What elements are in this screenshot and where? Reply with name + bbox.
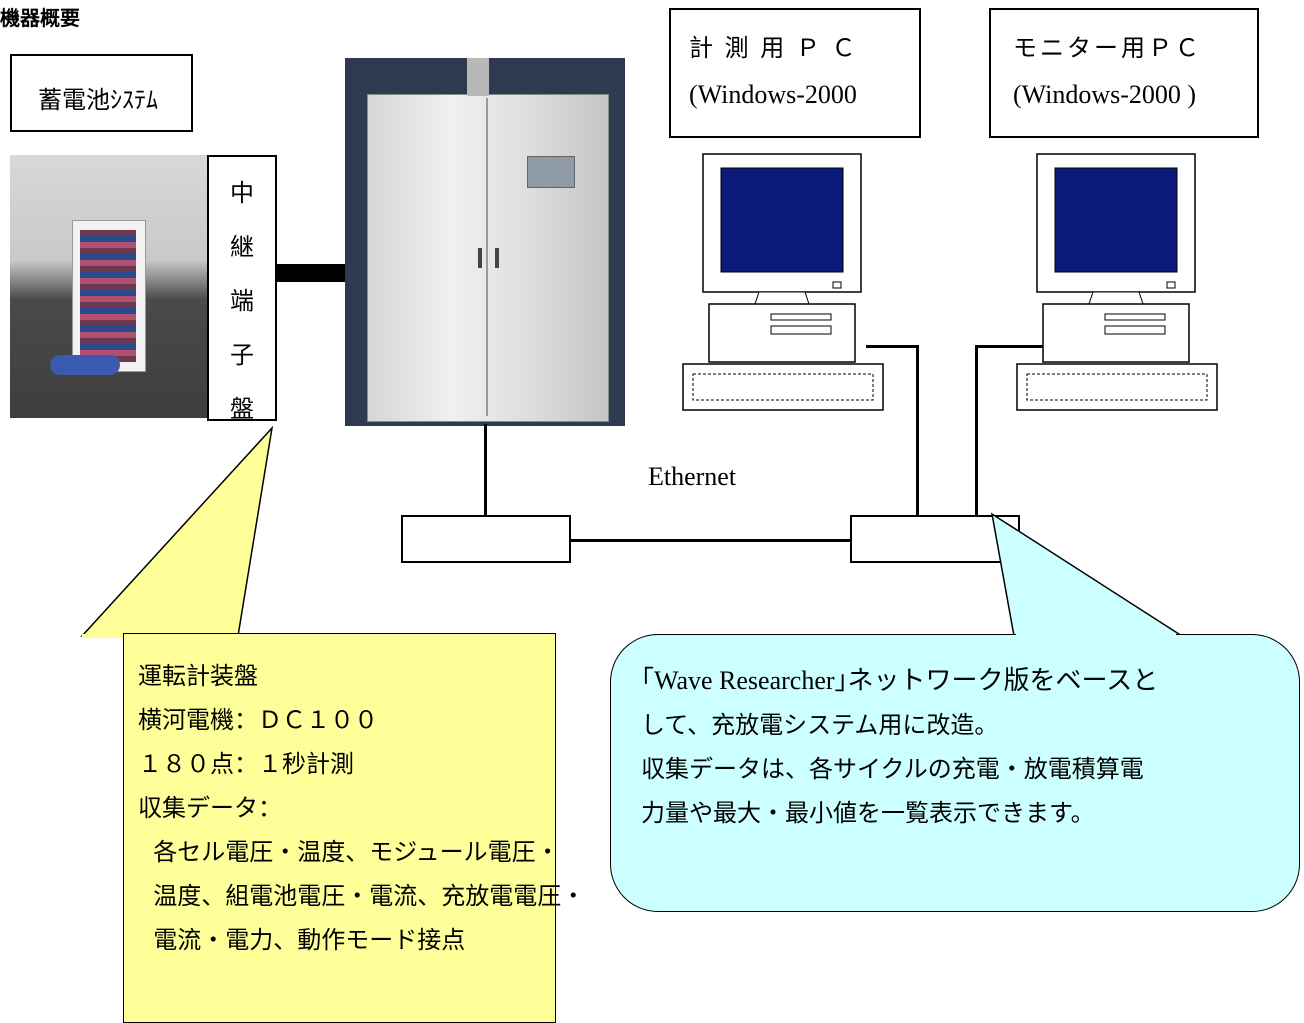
battery-cable-shape: [50, 355, 120, 375]
instrument-note-line: 横河電機：ＤＣ１００: [138, 706, 378, 734]
cabinet-door-split: [486, 98, 488, 416]
software-note: ｢Wave Researcher｣ネットワーク版をベースと して、充放電システム…: [610, 634, 1300, 912]
relay-terminal-panel: 中 継 端 子 盤: [207, 155, 277, 423]
relay-char-5: 盤: [230, 395, 254, 423]
cabinet-body-shape: [367, 94, 609, 422]
monitor-pc-icon: [1016, 153, 1218, 411]
hub-link-line: [570, 539, 852, 542]
monitor-pc-os: (Windows-2000 ): [1013, 80, 1197, 109]
cabinet-handle-right: [495, 248, 499, 268]
monitor-pc-link-h: [975, 345, 1043, 348]
instrument-note-line: 電流・電力、動作モード接点: [138, 926, 466, 954]
measurement-pc-label-box: 計 測 用 Ｐ Ｃ (Windows-2000: [669, 8, 921, 138]
measurement-pc-os: (Windows-2000: [689, 80, 857, 109]
instrument-note-line: 収集データ：: [138, 794, 282, 822]
cabinet-top-duct: [467, 58, 489, 96]
network-hub-right: [850, 515, 1020, 563]
instrument-callout-tail: [80, 426, 274, 638]
network-hub-left: [401, 515, 571, 563]
battery-system-photo: [10, 155, 208, 418]
software-note-line: して、充放電システム用に改造。: [641, 711, 999, 739]
software-note-line: 収集データは、各サイクルの充電・放電積算電: [641, 755, 1144, 783]
software-note-line: ｢Wave Researcher｣ネットワーク版をベースと: [641, 666, 1159, 695]
battery-system-box: 蓄電池ｼｽﾃﾑ: [10, 54, 193, 132]
measurement-pc-icon: [682, 153, 884, 411]
measurement-pc-title: 計 測 用 Ｐ Ｃ: [689, 34, 858, 62]
ethernet-label: Ethernet: [648, 462, 737, 491]
software-callout-seam: [1016, 633, 1176, 637]
measure-pc-link-h: [866, 345, 918, 348]
battery-system-label: 蓄電池ｼｽﾃﾑ: [38, 86, 158, 114]
relay-char-4: 子: [230, 341, 254, 369]
instrument-note-line: 運転計装盤: [138, 662, 258, 690]
monitor-pc-link-v: [975, 345, 978, 515]
measure-pc-link-v: [916, 345, 919, 515]
instrument-note-line: 温度、組電池電圧・電流、充放電電圧・: [138, 882, 586, 910]
page-title: 機器概要: [0, 6, 80, 30]
relay-char-1: 中: [230, 179, 254, 207]
instrument-cabinet-photo: [345, 58, 625, 426]
monitor-pc-label-box: モニター用ＰＣ (Windows-2000 ): [989, 8, 1259, 138]
cabinet-display-window: [527, 156, 575, 188]
relay-to-cabinet-cable: [277, 264, 347, 282]
battery-cells-shape: [80, 230, 136, 362]
instrument-note: 運転計装盤 横河電機：ＤＣ１００ １８０点：１秒計測 収集データ： 各セル電圧・…: [123, 633, 585, 1023]
cabinet-drop-line: [484, 424, 487, 516]
instrument-note-line: １８０点：１秒計測: [138, 750, 354, 778]
instrument-note-line: 各セル電圧・温度、モジュール電圧・: [138, 838, 560, 866]
relay-char-3: 端: [230, 287, 254, 315]
software-note-line: 力量や最大・最小値を一覧表示できます。: [641, 799, 1095, 827]
monitor-pc-title: モニター用ＰＣ: [1013, 34, 1202, 62]
software-callout-tail: [990, 512, 1185, 637]
cabinet-handle-left: [478, 248, 482, 268]
relay-char-2: 継: [230, 233, 254, 261]
